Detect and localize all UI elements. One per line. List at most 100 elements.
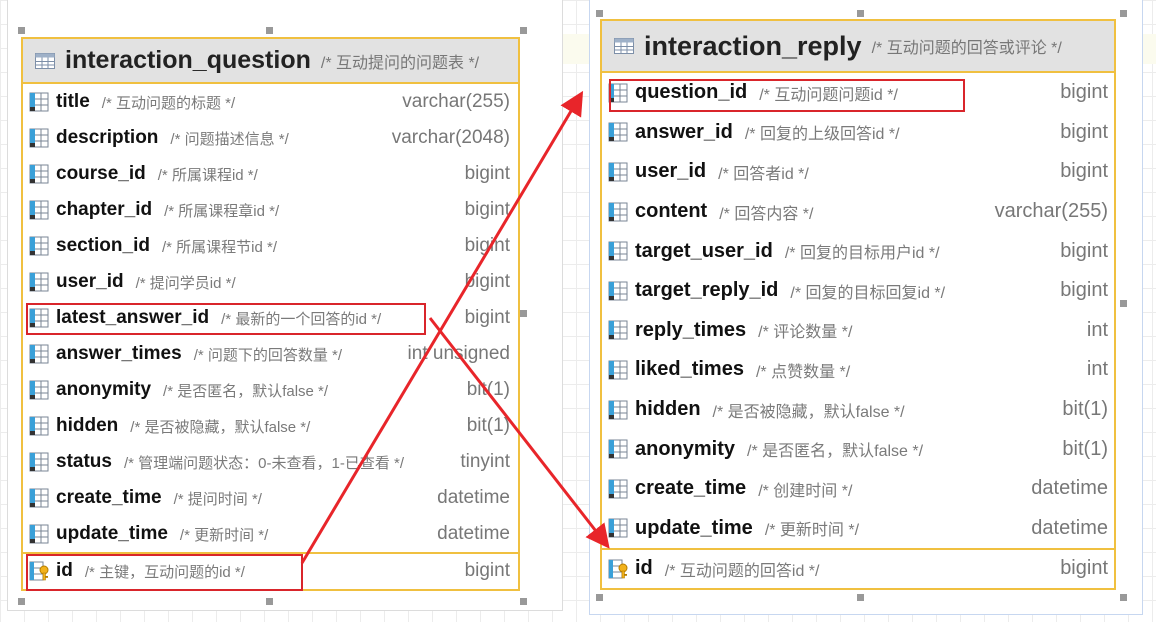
resize-handle[interactable] [857,594,864,601]
column-comment: /* 问题下的回答数量 */ [193,346,343,364]
column-icon [29,452,49,472]
resize-handle[interactable] [596,594,603,601]
resize-handle[interactable] [857,10,864,17]
column-name: content [635,200,708,223]
column-comment: /* 更新时间 */ [764,522,860,540]
column-comment: /* 所属课程id */ [157,166,258,184]
entity-comment: /* 互动问题的回答或评论 */ [871,40,1062,57]
column-row-title[interactable]: title/* 互动问题的标题 */varchar(255) [23,84,518,120]
column-row-anonymity[interactable]: anonymity/* 是否匿名，默认false */bit(1) [23,372,518,408]
resize-handle[interactable] [520,310,527,317]
column-name: update_time [56,523,168,544]
column-name: create_time [635,477,747,500]
resize-handle[interactable] [18,27,25,34]
column-name: hidden [635,398,701,421]
entity-comment: /* 互动提问的问题表 */ [320,54,480,72]
column-icon [29,488,49,508]
column-type: bit(1) [466,379,510,400]
column-row-create-time[interactable]: create_time/* 提问时间 */datetime [23,480,518,516]
column-row-hidden[interactable]: hidden/* 是否被隐藏，默认false */bit(1) [602,390,1114,430]
column-row-create-time[interactable]: create_time/* 创建时间 */datetime [602,469,1114,509]
column-icon [608,202,628,222]
column-type: bigint [464,560,510,581]
column-comment: /* 评论数量 */ [758,324,853,342]
column-name: target_user_id [635,239,773,262]
column-comment: /* 提问学员id */ [135,274,236,292]
column-name: hidden [56,415,119,436]
column-type: varchar(2048) [391,127,510,148]
column-row-reply-times[interactable]: reply_times/* 评论数量 */int [602,311,1114,351]
column-type: bigint [464,271,510,292]
column-row-chapter-id[interactable]: chapter_id/* 所属课程章id */bigint [23,192,518,228]
resize-handle[interactable] [266,598,273,605]
entity-name: interaction_question [65,46,311,74]
column-name: anonymity [56,379,152,400]
column-icon [29,236,49,256]
primary-key-row[interactable]: id /* 主键，互动问题的id */ bigint [23,552,518,588]
column-name: answer_id [635,120,733,143]
column-row-anonymity[interactable]: anonymity/* 是否匿名，默认false */bit(1) [602,429,1114,469]
resize-handle[interactable] [520,27,527,34]
column-comment: /* 是否被隐藏，默认false */ [130,418,311,436]
primary-key-row[interactable]: id /* 互动问题的回答id */ bigint [602,548,1114,588]
column-type: bigint [464,307,510,328]
column-row-status[interactable]: status /* 管理端问题状态：0-未查看，1-已查看 */ tinyint [23,444,518,480]
column-icon [608,400,628,420]
column-name: title [56,91,90,112]
column-type: tinyint [460,451,510,472]
highlight-question-pk [26,554,303,591]
column-row-target-user-id[interactable]: target_user_id/* 回复的目标用户id */bigint [602,231,1114,271]
column-comment: /* 是否被隐藏，默认false */ [712,403,905,421]
column-comment: /* 问题描述信息 */ [170,130,289,148]
column-icon [29,92,49,112]
column-icon [29,128,49,148]
resize-handle[interactable] [1120,594,1127,601]
column-name: status [56,451,112,472]
column-name: reply_times [635,318,747,341]
entity-header[interactable]: interaction_reply /* 互动问题的回答或评论 */ [602,21,1114,73]
resize-handle[interactable] [18,598,25,605]
column-type: bigint [1060,81,1108,104]
column-row-question-id[interactable]: question_id/* 互动问题问题id */bigint [602,73,1114,113]
resize-handle[interactable] [266,27,273,34]
column-type: bigint [1060,160,1108,183]
resize-handle[interactable] [1120,300,1127,307]
column-row-user-id[interactable]: user_id /* 提问学员id */ bigint [23,264,518,300]
resize-handle[interactable] [1120,10,1127,17]
column-row-update-time[interactable]: update_time/* 更新时间 */datetime [23,516,518,552]
column-row-liked-times[interactable]: liked_times/* 点赞数量 */int [602,350,1114,390]
column-icon [608,122,628,142]
column-row-description[interactable]: description/* 问题描述信息 */varchar(2048) [23,120,518,156]
column-type: datetime [1031,477,1108,500]
column-row-hidden[interactable]: hidden/* 是否被隐藏，默认false */bit(1) [23,408,518,444]
resize-handle[interactable] [596,10,603,17]
column-comment: /* 回复的上级回答id */ [744,126,900,144]
column-row-answer-id[interactable]: answer_id/* 回复的上级回答id */bigint [602,113,1114,153]
column-comment: /* 互动问题的标题 */ [101,94,236,112]
column-row-section-id[interactable]: section_id/* 所属课程节id */bigint [23,228,518,264]
column-row-target-reply-id[interactable]: target_reply_id/* 回复的目标回复id */bigint [602,271,1114,311]
entity-interaction-reply[interactable]: interaction_reply /* 互动问题的回答或评论 */ quest… [600,19,1116,590]
column-row-update-time[interactable]: update_time/* 更新时间 */datetime [602,509,1114,549]
column-icon [29,308,49,328]
column-row-user-id[interactable]: user_id/* 回答者id */bigint [602,152,1114,192]
column-comment: /* 主键，互动问题的id */ [84,563,245,581]
column-comment: /* 回复的目标用户id */ [784,245,940,263]
column-comment: /* 管理端问题状态：0-未查看，1-已查看 */ [123,454,404,472]
column-row-answer-times[interactable]: answer_times/* 问题下的回答数量 */int unsigned [23,336,518,372]
column-type: bigint [464,163,510,184]
column-type: datetime [437,523,510,544]
column-row-content[interactable]: content/* 回答内容 */varchar(255) [602,192,1114,232]
column-name: user_id [56,271,124,292]
resize-handle[interactable] [520,598,527,605]
column-row-course-id[interactable]: course_id/* 所属课程id */bigint [23,156,518,192]
column-icon [608,360,628,380]
column-comment: /* 互动问题问题id */ [759,86,898,104]
column-name: create_time [56,487,162,508]
column-type: bigint [1060,557,1108,580]
column-comment: /* 回答内容 */ [719,205,814,223]
entity-name: interaction_reply [644,30,862,61]
column-icon [608,281,628,301]
entity-header[interactable]: interaction_question /* 互动提问的问题表 */ [23,39,518,84]
column-type: bigint [464,199,510,220]
